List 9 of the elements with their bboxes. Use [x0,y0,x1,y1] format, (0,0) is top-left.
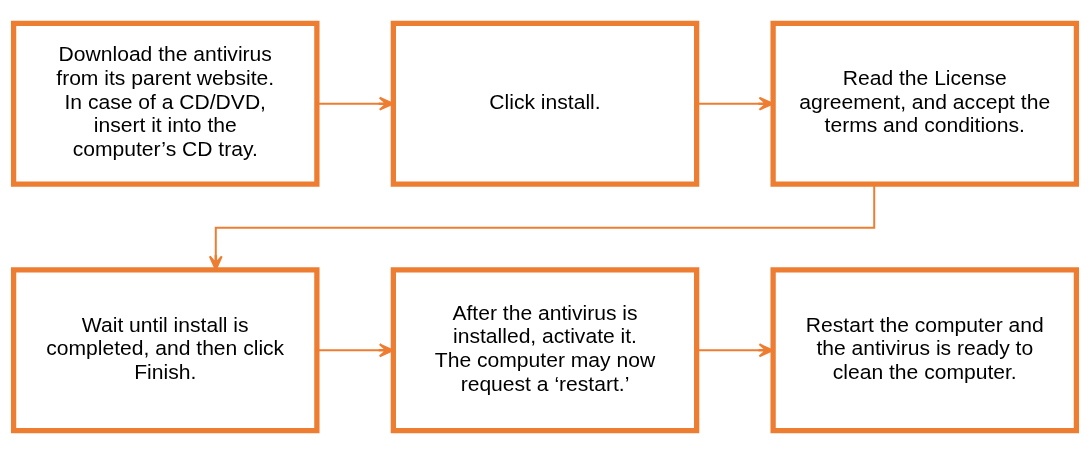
arrow [316,343,394,358]
node-box: Click install. [390,20,700,187]
arrow [316,96,394,111]
node-box: Restart the computer and the antivirus is ready to clean the computer. [770,267,1080,434]
node-box: Download the antivirus from its parent website. In case of a CD/DVD, insert it into the computer’s CD tray. [10,20,320,187]
node-box: Read the License agreement, and accept the terms and conditions. [770,20,1080,187]
node-box: Wait until install is completed, and then click Finish. [10,267,320,434]
node-box: After the antivirus is installed, activate it. The computer may now request a ‘restart.’ [390,267,700,434]
arrow [208,183,876,271]
